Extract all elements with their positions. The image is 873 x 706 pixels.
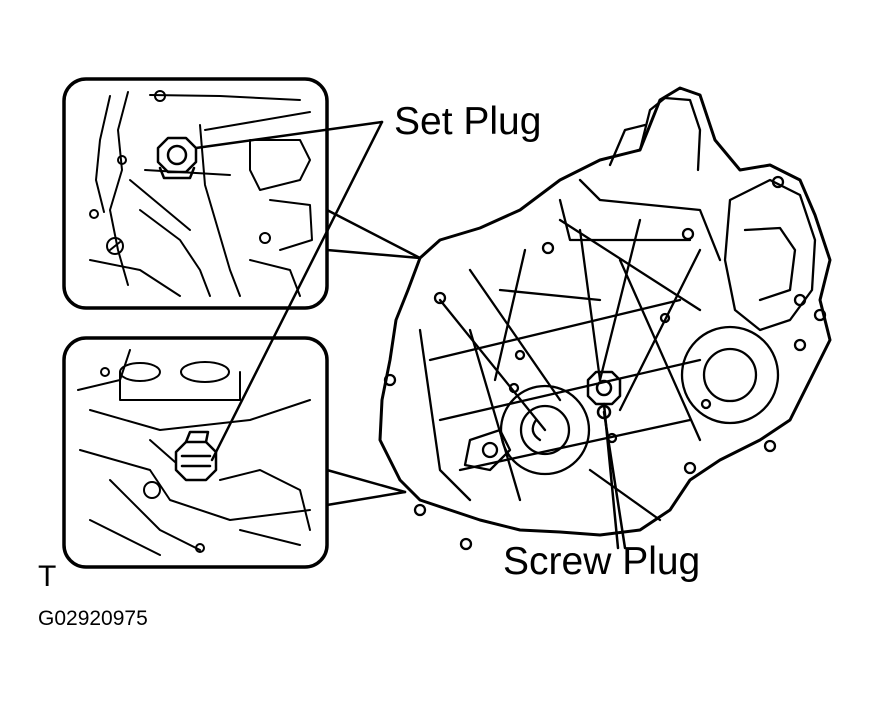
set-plug-detail-upper-icon <box>89 90 313 297</box>
inset-connectors <box>325 208 422 507</box>
view-letter: T <box>38 560 57 593</box>
detail-inset-lower <box>62 336 329 569</box>
set-plug-leaders <box>194 120 384 462</box>
transaxle-housing-icon <box>378 86 832 551</box>
set-plug-upper <box>156 136 198 180</box>
set-plug-label: Set Plug <box>394 100 542 143</box>
set-plug-lower <box>174 430 218 482</box>
set-plug-detail-lower-icon <box>77 349 311 556</box>
screw-plug-label: Screw Plug <box>503 540 701 583</box>
screw-plug-leaders <box>602 402 627 550</box>
figure-code: G02920975 <box>38 607 148 630</box>
detail-inset-upper <box>62 77 329 310</box>
